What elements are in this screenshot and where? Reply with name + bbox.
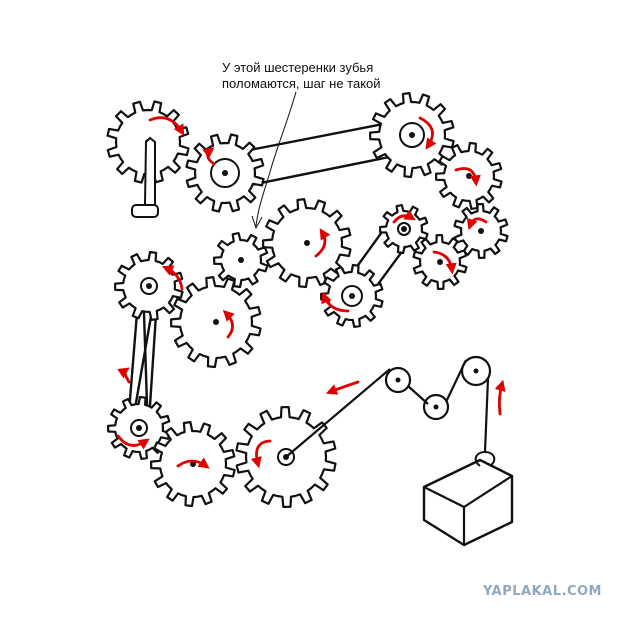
gear-9-axle xyxy=(437,259,443,265)
gear-12-axle xyxy=(213,319,219,325)
gear-6-axle xyxy=(238,257,244,263)
load-box-edges xyxy=(423,475,513,545)
rotation-arrow-7 xyxy=(432,250,457,275)
rotation-arrow-8 xyxy=(321,291,350,313)
gear-10-axle xyxy=(349,293,355,299)
gear-2-axle xyxy=(222,170,228,176)
rope xyxy=(285,359,490,458)
pulley-2-axle xyxy=(433,404,439,410)
crank-handle xyxy=(143,136,156,210)
gear-4-axle xyxy=(466,173,472,179)
gear-13-axle xyxy=(136,425,142,431)
pulley-3-axle xyxy=(473,368,479,374)
broken-gear-annotation: У этой шестеренки зубья поломаются, шаг … xyxy=(222,60,381,91)
annotation-pointer-line xyxy=(255,91,297,227)
rotation-arrow-14 xyxy=(250,439,272,469)
crank-grip xyxy=(131,204,159,218)
rotation-arrow-11 xyxy=(117,367,131,384)
rotation-arrow-1 xyxy=(202,147,216,166)
gear-8-axle xyxy=(478,228,484,234)
crank-and-load-layer xyxy=(131,136,514,547)
rotation-arrow-12 xyxy=(116,434,150,450)
rotation-arrow-2 xyxy=(418,116,437,150)
rotation-arrow-15 xyxy=(325,380,360,395)
rotation-arrows-layer xyxy=(116,116,506,469)
rotation-arrow-16 xyxy=(494,379,506,416)
rotation-arrow-3 xyxy=(454,167,481,187)
watermark: YAPLAKAL.COM xyxy=(483,584,602,599)
annotation-pointer-arrowhead xyxy=(251,215,263,230)
gear-11-axle xyxy=(146,283,152,289)
rotation-arrow-13 xyxy=(176,457,210,469)
gear-3-axle xyxy=(409,132,415,138)
rotation-arrow-10 xyxy=(161,265,184,291)
load-box xyxy=(422,458,514,547)
gear-7-axle xyxy=(401,226,407,232)
rotation-arrow-5 xyxy=(392,209,416,224)
rotation-arrow-9 xyxy=(222,309,235,339)
load-hook xyxy=(474,450,496,467)
rotation-arrow-4 xyxy=(314,228,331,258)
pulley-1-axle xyxy=(395,377,401,383)
rotation-arrow-6 xyxy=(466,217,488,231)
gear-5-axle xyxy=(304,240,310,246)
rotation-arrow-17 xyxy=(148,116,185,136)
gears-layer xyxy=(106,92,509,508)
